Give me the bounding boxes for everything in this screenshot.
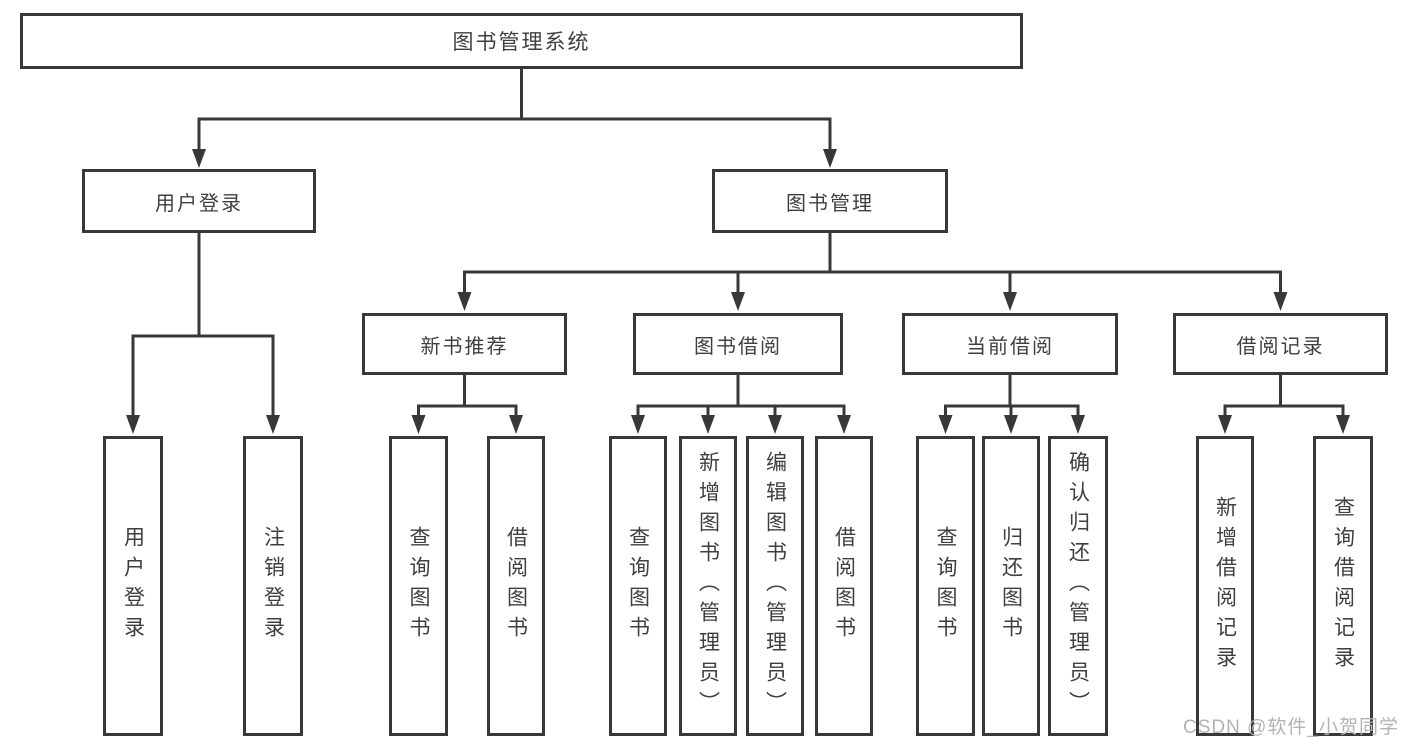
leaf-query-books-current: 查询图书 (916, 436, 975, 736)
leaf-borrow-books-borrowing: 借阅图书 (815, 436, 873, 736)
leaf-borrow-books-recommend: 借阅图书 (487, 436, 545, 736)
node-new-book-recommendation: 新书推荐 (362, 313, 567, 375)
leaf-add-borrow-record: 新增借阅记录 (1196, 436, 1254, 736)
leaf-add-books-admin: 新增图书（管理员） (679, 436, 737, 736)
leaf-query-books-borrowing: 查询图书 (609, 436, 667, 736)
node-borrowing-records: 借阅记录 (1173, 313, 1388, 375)
leaf-confirm-return-admin: 确认归还（管理员） (1048, 436, 1108, 736)
leaf-edit-books-admin: 编辑图书（管理员） (746, 436, 804, 736)
node-current-borrowing: 当前借阅 (902, 313, 1118, 375)
leaf-query-borrow-record: 查询借阅记录 (1313, 436, 1373, 736)
node-book-management: 图书管理 (712, 169, 948, 233)
node-book-borrowing: 图书借阅 (633, 313, 843, 375)
leaf-query-books-recommend: 查询图书 (389, 436, 448, 736)
node-library-management-system: 图书管理系统 (20, 13, 1023, 69)
leaf-user-login: 用户登录 (103, 436, 163, 736)
leaf-logout: 注销登录 (243, 436, 303, 736)
leaf-return-books: 归还图书 (982, 436, 1040, 736)
node-user-login: 用户登录 (82, 169, 316, 233)
watermark: CSDN @软件_小贺同学 (1183, 717, 1399, 738)
